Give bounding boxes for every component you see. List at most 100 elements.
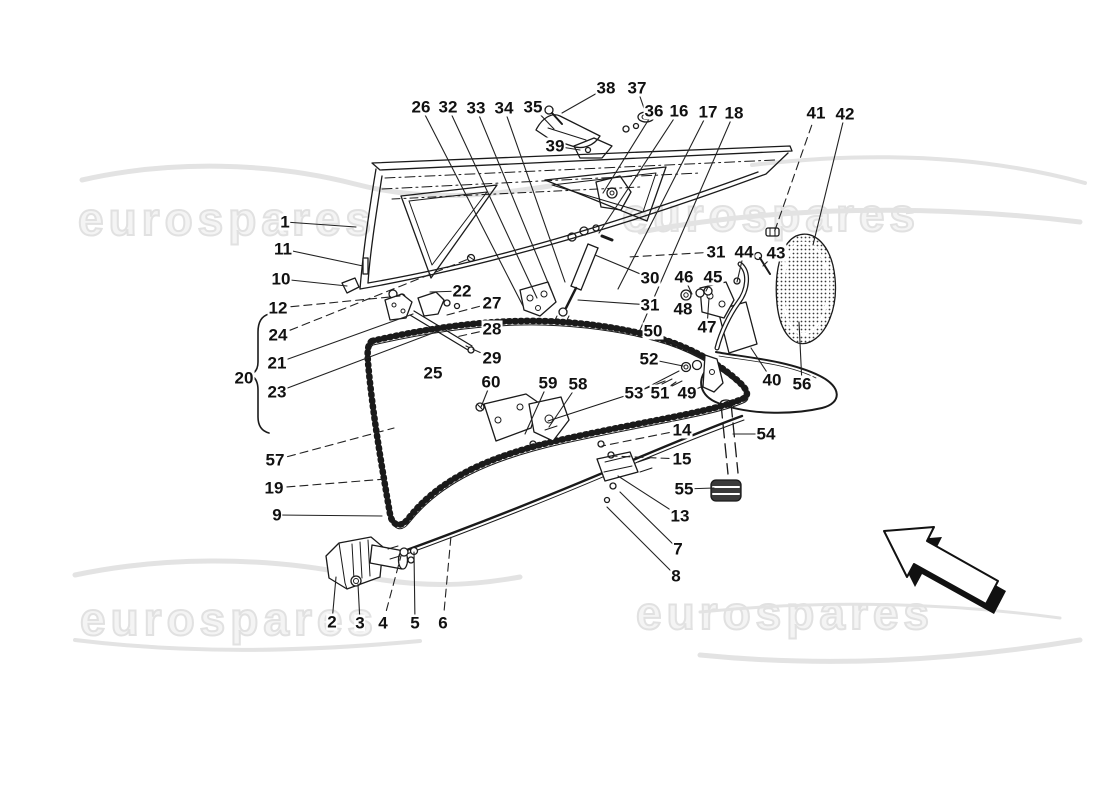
leader-line-5 [413,551,416,624]
part-callout-23[interactable]: 23 [266,382,288,402]
part-callout-56[interactable]: 56 [791,374,813,394]
part-callout-28[interactable]: 28 [481,319,503,339]
gas-strut [519,224,614,325]
part-callout-36[interactable]: 36 [643,101,665,121]
leader-line-31 [627,251,717,258]
part-callout-53[interactable]: 53 [623,383,645,403]
leader-line-15 [610,455,683,460]
part-callout-7[interactable]: 7 [672,539,684,559]
leader-line-4 [382,555,402,624]
watermark-bottom-left: eurospares [79,592,379,646]
leader-line-9 [276,514,383,517]
part-callout-29[interactable]: 29 [481,348,503,368]
part-callout-18[interactable]: 18 [723,103,745,123]
trunk-lock [595,175,632,211]
part-callout-33[interactable]: 33 [465,98,487,118]
part-callout-34[interactable]: 34 [493,98,515,118]
part-callout-37[interactable]: 37 [626,78,648,98]
hinge-and-fasteners [341,253,476,354]
part-callout-12[interactable]: 12 [267,298,289,318]
part-callout-35[interactable]: 35 [522,97,544,117]
part-callout-21[interactable]: 21 [266,353,288,373]
watermark-top-left: eurospares [77,192,377,246]
part-callout-17[interactable]: 17 [697,102,719,122]
part-callout-9[interactable]: 9 [271,505,283,525]
leader-line-34 [503,107,566,283]
part-callout-15[interactable]: 15 [671,449,693,469]
leader-line-8 [606,506,677,577]
part-callout-58[interactable]: 58 [567,374,589,394]
part-callout-4[interactable]: 4 [377,613,389,633]
leader-line-14 [601,429,683,447]
leader-line-56 [798,321,803,385]
part-callout-22[interactable]: 22 [451,281,473,301]
part-callout-59[interactable]: 59 [537,373,559,393]
part-callout-10[interactable]: 10 [270,269,292,289]
part-callout-25[interactable]: 25 [422,363,444,383]
leader-line-32 [447,106,538,299]
part-callout-32[interactable]: 32 [437,97,459,117]
part-callout-19[interactable]: 19 [263,478,285,498]
leader-line-41 [773,112,817,234]
part-callout-8[interactable]: 8 [670,566,682,586]
part-callout-46[interactable]: 46 [673,267,695,287]
leader-line-26 [420,106,524,307]
part-callout-14[interactable]: 14 [671,420,693,440]
direction-arrow-icon [883,526,1006,614]
release-cable [402,351,838,556]
part-callout-51[interactable]: 51 [649,383,671,403]
leader-line-19 [273,478,387,489]
leader-line-33 [475,107,552,291]
part-callout-20[interactable]: 20 [233,368,255,388]
part-callout-48[interactable]: 48 [672,299,694,319]
part-callout-55[interactable]: 55 [673,479,695,499]
leader-line-1 [284,221,357,228]
part-callout-43[interactable]: 43 [765,243,787,263]
leader-line-57 [274,427,395,461]
part-callout-1[interactable]: 1 [279,212,291,232]
part-callout-6[interactable]: 6 [437,613,449,633]
part-callout-16[interactable]: 16 [668,101,690,121]
part-callout-31[interactable]: 31 [705,242,727,262]
leader-line-24 [277,257,472,336]
part-callout-40[interactable]: 40 [761,370,783,390]
part-callout-24[interactable]: 24 [267,325,289,345]
part-callout-45[interactable]: 45 [702,267,724,287]
part-callout-27[interactable]: 27 [481,293,503,313]
part-callout-11[interactable]: 11 [273,239,293,259]
part-callout-41[interactable]: 41 [805,103,827,123]
grommet [710,479,742,502]
part-callout-47[interactable]: 47 [696,317,718,337]
leader-line-31 [577,299,651,306]
part-callout-44[interactable]: 44 [733,242,755,262]
gasket-seal [364,317,751,530]
part-callout-52[interactable]: 52 [638,349,660,369]
leader-line-10 [280,278,348,287]
part-callout-60[interactable]: 60 [480,372,502,392]
leader-line-7 [619,491,679,550]
leader-line-17 [617,111,709,290]
leader-line-42 [812,113,846,246]
part-callout-39[interactable]: 39 [544,136,566,156]
part-callout-3[interactable]: 3 [354,613,366,633]
part-callout-49[interactable]: 49 [676,383,698,403]
part-callout-50[interactable]: 50 [642,321,664,341]
part-callout-13[interactable]: 13 [669,506,691,526]
part-callout-31[interactable]: 31 [639,295,661,315]
drain-tube [719,399,739,475]
part-callout-54[interactable]: 54 [755,424,777,444]
part-callout-2[interactable]: 2 [326,612,338,632]
leader-line-16 [598,110,680,234]
lock-actuator [325,536,419,590]
part-callout-42[interactable]: 42 [834,104,856,124]
watermark-bottom-right: eurospares [635,586,935,640]
part-callout-30[interactable]: 30 [639,268,661,288]
part-callout-57[interactable]: 57 [264,450,286,470]
part-callout-26[interactable]: 26 [410,97,432,117]
leader-line-23 [276,329,442,393]
part-callout-5[interactable]: 5 [409,613,421,633]
part-callout-38[interactable]: 38 [595,78,617,98]
release-handle [680,227,837,354]
